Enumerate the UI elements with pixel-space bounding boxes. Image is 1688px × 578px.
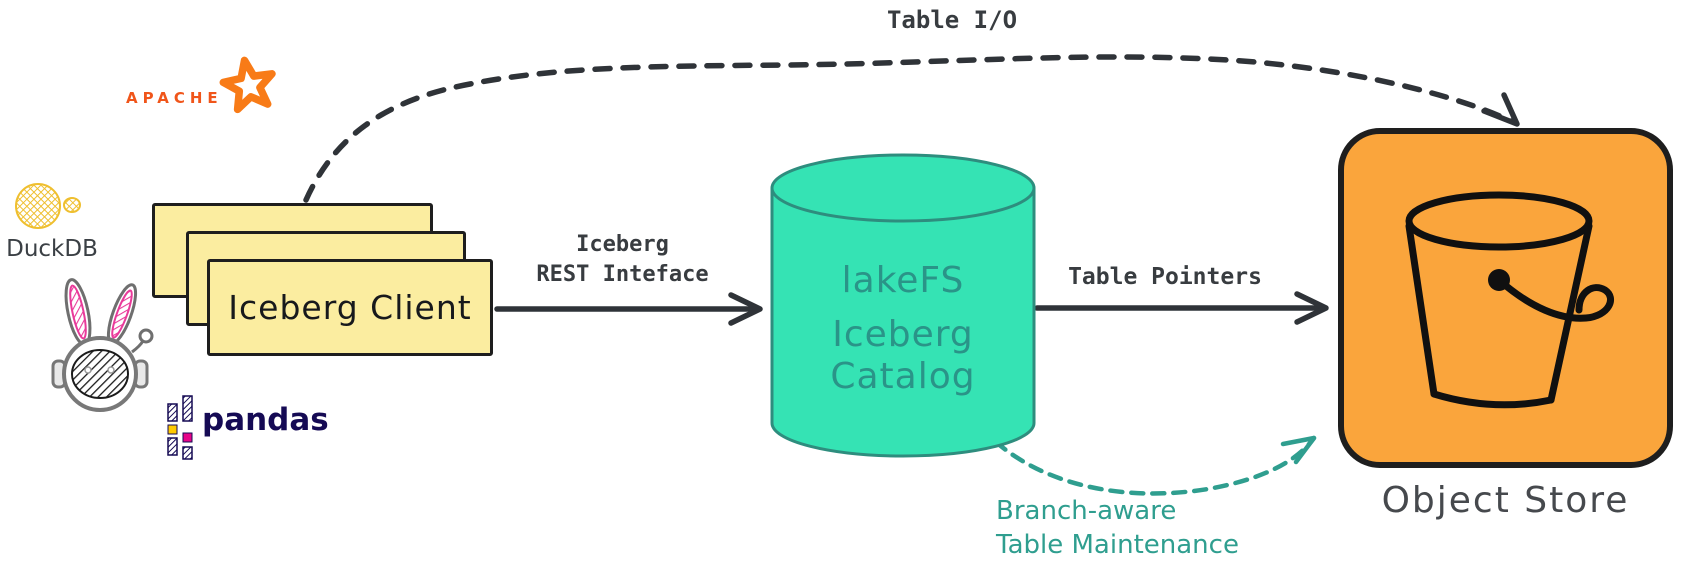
object-store-label: Object Store bbox=[1381, 480, 1630, 521]
catalog-label-line1: lakeFS bbox=[842, 260, 965, 301]
maintenance-label-line2: Table Maintenance bbox=[996, 530, 1239, 560]
maintenance-label: Branch-aware Table Maintenance bbox=[996, 494, 1239, 562]
table-io-label: Table I/O bbox=[886, 6, 1018, 34]
bucket-right-side bbox=[1547, 222, 1592, 404]
pandas-yellow-square bbox=[167, 424, 178, 435]
object-store-box bbox=[1338, 128, 1673, 468]
bunny-left-ear bbox=[64, 278, 92, 346]
pandas-wordmark: pandas bbox=[202, 402, 329, 438]
bucket-left-side bbox=[1405, 222, 1437, 398]
catalog-cylinder-body bbox=[770, 188, 1036, 458]
bunny-right-ear bbox=[106, 283, 138, 345]
bucket-handle bbox=[1495, 276, 1614, 322]
rest-arrow-label-line1: Iceberg bbox=[576, 232, 669, 257]
bunny-right-eye bbox=[107, 366, 115, 374]
catalog-cylinder: lakeFS Iceberg Catalog bbox=[765, 150, 1041, 468]
bucket-handle-knob bbox=[1487, 269, 1510, 291]
pandas-pink-square bbox=[182, 432, 193, 443]
table-io-arrow bbox=[303, 54, 1520, 203]
catalog-cylinder-top bbox=[770, 153, 1036, 223]
catalog-label-line3: Catalog bbox=[830, 356, 975, 397]
rest-arrow-label-line2: REST Inteface bbox=[536, 262, 709, 287]
bunny-logo-icon bbox=[48, 268, 156, 416]
bunny-antenna bbox=[131, 340, 145, 354]
pandas-logo-icon bbox=[164, 394, 198, 460]
apache-star-icon bbox=[219, 56, 276, 114]
iceberg-client-label: Iceberg Client bbox=[228, 288, 472, 327]
pointers-arrow-label: Table Pointers bbox=[1068, 264, 1262, 290]
duckdb-logo-icon bbox=[12, 178, 96, 238]
maintenance-label-line1: Branch-aware bbox=[996, 496, 1177, 526]
bucket-bottom bbox=[1430, 390, 1554, 409]
duckdb-label: DuckDB bbox=[6, 236, 98, 262]
apache-logo: APACHE bbox=[124, 46, 294, 124]
iceberg-client-card-front: Iceberg Client bbox=[207, 259, 493, 356]
catalog-label-line2: Iceberg bbox=[832, 314, 974, 355]
pointers-arrow bbox=[1034, 291, 1329, 325]
bucket-rim bbox=[1405, 191, 1592, 251]
rest-arrow bbox=[494, 292, 763, 326]
pandas-bars bbox=[167, 395, 193, 460]
apache-wordmark: APACHE bbox=[126, 89, 223, 107]
bunny-antenna-tip bbox=[138, 328, 154, 344]
rest-arrow-label: Iceberg REST Inteface bbox=[480, 230, 765, 290]
bucket-icon bbox=[1405, 191, 1614, 409]
bunny-left-eye bbox=[84, 366, 92, 374]
bunny-face-grill bbox=[71, 349, 129, 399]
maintenance-arrow bbox=[993, 435, 1317, 496]
